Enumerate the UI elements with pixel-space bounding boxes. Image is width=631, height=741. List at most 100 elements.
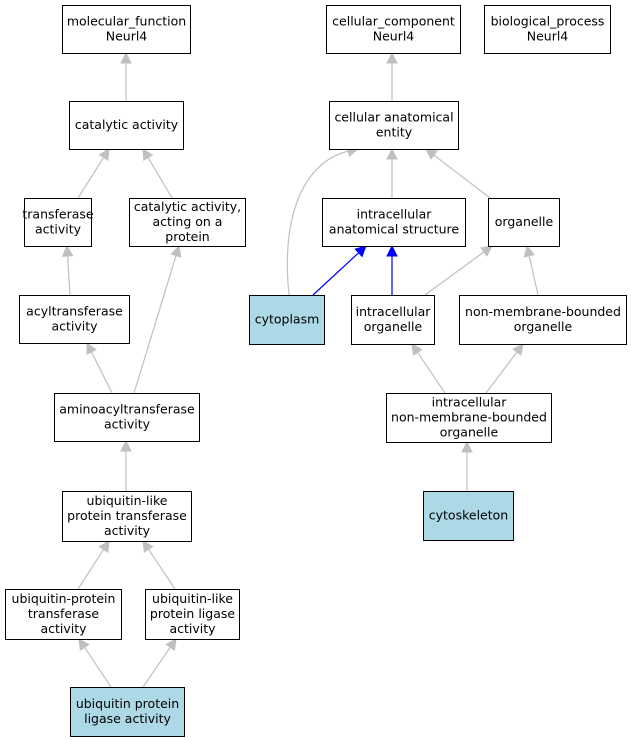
edge-ubprottrans-to-ublike — [77, 540, 110, 590]
edge-cytoskeleton-to-inmbo — [461, 440, 473, 491]
edge-arrowhead — [386, 51, 398, 64]
node-box — [129, 198, 246, 247]
node-label: cytoplasm — [255, 312, 320, 327]
edge-line — [417, 351, 446, 394]
edge-line — [67, 255, 71, 296]
node-label: transferase — [22, 207, 94, 222]
node-label: acyltransferase — [26, 304, 123, 319]
edge-arrowhead — [78, 638, 90, 651]
node-cytoskeleton[interactable]: cytoskeleton — [423, 491, 514, 541]
node-label: Neurl4 — [527, 29, 569, 44]
edge-ubprotlig-to-ubprottrans — [78, 638, 112, 688]
edge-line — [433, 154, 491, 199]
node-inmbo[interactable]: intracellularnon-membrane-boundedorganel… — [386, 393, 552, 443]
edge-nmbo-to-organelle — [523, 244, 539, 296]
edge-arrowhead — [425, 148, 438, 160]
edge-arrowhead — [120, 51, 132, 64]
edge-arrowhead — [120, 439, 132, 452]
node-cat[interactable]: catalytic activity — [69, 101, 184, 150]
edge-line — [84, 646, 112, 688]
edge-arrowhead — [411, 343, 423, 356]
node-box — [69, 101, 184, 150]
edge-inmbo-to-intorg — [411, 343, 446, 394]
edge-arrowhead — [386, 147, 398, 160]
node-label: organelle — [440, 425, 499, 440]
node-label: activity — [169, 621, 216, 636]
node-label: activity — [35, 222, 82, 237]
node-label: entity — [376, 125, 413, 140]
node-cytoplasm[interactable]: cytoplasm — [249, 295, 325, 345]
edge-line — [485, 351, 518, 394]
edge-ias-to-cae — [386, 147, 398, 198]
node-box — [351, 295, 435, 345]
node-label: intracellular — [432, 395, 508, 410]
node-box — [54, 393, 200, 442]
node-box — [423, 491, 514, 541]
node-label: acting on a — [153, 214, 223, 229]
node-box — [459, 295, 627, 345]
node-label: activity — [51, 319, 98, 334]
node-label: transferase — [28, 606, 100, 621]
edge-ublike-to-aminoacyl — [120, 439, 132, 491]
edge-line — [528, 255, 539, 296]
edge-line — [147, 157, 173, 199]
edge-line — [77, 549, 105, 590]
node-label: cellular anatomical — [334, 110, 453, 125]
edge-line — [286, 150, 349, 296]
node-box — [484, 5, 611, 54]
edge-cytoplasm-to-ias — [312, 245, 367, 296]
node-label: intracellular — [357, 207, 433, 222]
node-label: ligase activity — [84, 711, 171, 726]
edge-arrowhead — [165, 638, 177, 651]
node-box — [386, 393, 552, 443]
edge-arrowhead — [461, 440, 473, 453]
edge-line — [142, 646, 171, 688]
node-label: organelle — [495, 214, 554, 229]
node-box — [249, 295, 325, 345]
node-box — [145, 589, 240, 640]
edge-aminoacyl-to-catprot — [133, 244, 182, 394]
node-box — [329, 101, 459, 150]
edge-organelle-to-cae — [425, 148, 491, 199]
edge-acyl-to-trans — [61, 244, 74, 296]
node-box — [5, 589, 122, 640]
edge-arrowhead — [98, 148, 110, 161]
node-label: organelle — [514, 319, 573, 334]
edge-arrowhead — [480, 245, 493, 257]
node-label: aminoacyltransferase — [59, 402, 195, 417]
node-label: cellular_component — [332, 14, 455, 29]
node-label: non-membrane-bounded — [391, 410, 547, 425]
node-label: ubiquitin protein — [76, 696, 179, 711]
node-label: protein ligase — [150, 606, 235, 621]
node-box — [488, 198, 560, 247]
node-box — [62, 491, 192, 542]
node-label: intracellular — [356, 304, 432, 319]
edge-aminoacyl-to-acyl — [86, 342, 113, 394]
node-label: organelle — [364, 319, 423, 334]
node-label: Neurl4 — [106, 29, 148, 44]
node-box — [322, 198, 466, 247]
node-label: anatomical structure — [329, 222, 459, 237]
edge-intorg-to-ias — [386, 244, 398, 295]
edge-arrowhead — [354, 245, 367, 258]
edge-ubprotlig-to-ubligase — [142, 638, 177, 688]
edge-line — [148, 548, 176, 590]
node-label: non-membrane-bounded — [465, 304, 621, 319]
node-organelle[interactable]: organelle — [488, 198, 560, 247]
